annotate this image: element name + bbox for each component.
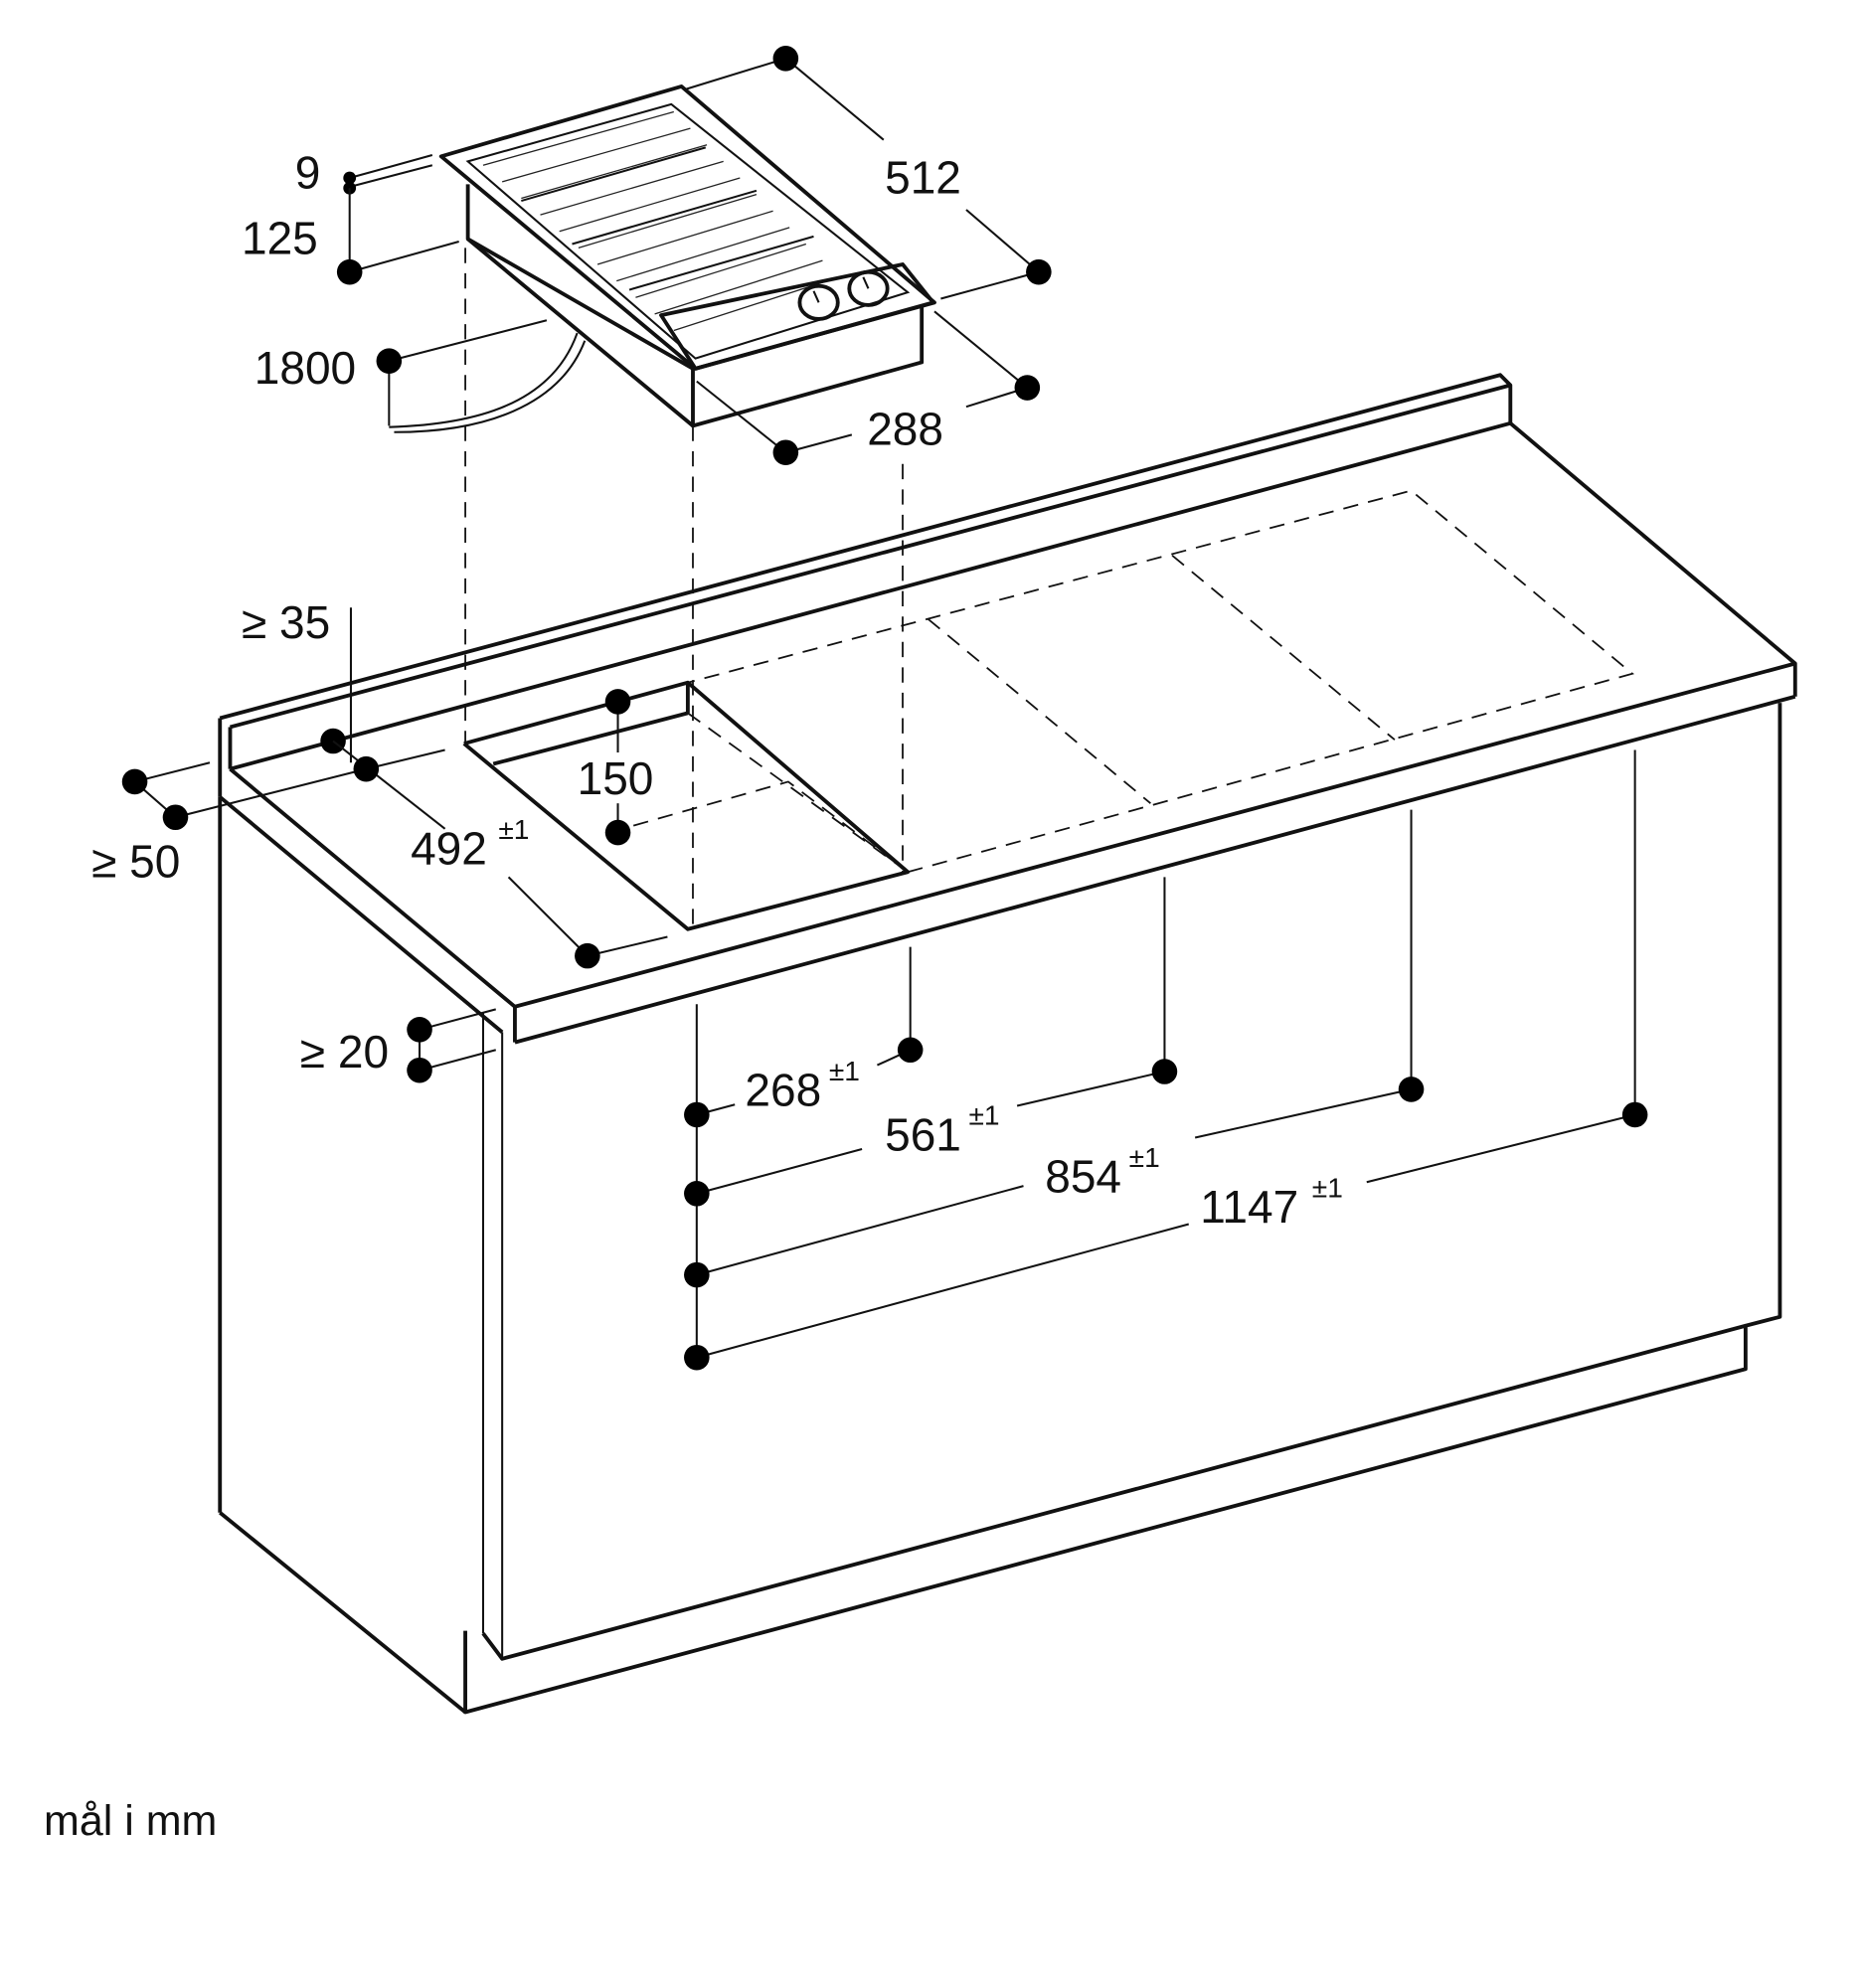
cabinet: [218, 373, 1797, 1715]
svg-text:±1: ±1: [1129, 1142, 1160, 1173]
dimension-spacing-854: 854 ±1: [684, 1077, 1425, 1288]
knob-right-icon: [847, 269, 890, 307]
svg-text:288: 288: [867, 404, 943, 455]
grill-grate: [482, 110, 840, 332]
svg-text:268: 268: [745, 1065, 821, 1116]
svg-text:≥ 35: ≥ 35: [242, 596, 330, 648]
svg-text:854: 854: [1045, 1150, 1121, 1202]
dimension-spacing-1147: 1147 ±1: [684, 1101, 1648, 1371]
dimension-back-clearance: ≥ 35: [242, 596, 352, 763]
svg-text:9: 9: [295, 146, 321, 198]
svg-text:150: 150: [578, 752, 654, 804]
svg-text:1147: 1147: [1200, 1181, 1298, 1233]
svg-text:512: 512: [885, 151, 961, 203]
dimension-spacing-268: 268 ±1: [684, 1037, 924, 1128]
dimension-worktop-thickness: ≥ 20: [300, 1008, 497, 1083]
grill-appliance: [389, 84, 936, 433]
svg-text:±1: ±1: [969, 1100, 1000, 1131]
dimension-side-clearance: ≥ 50: [91, 761, 367, 887]
dimension-cutout-depth: 492 ±1: [332, 740, 668, 969]
svg-text:561: 561: [885, 1108, 961, 1160]
dimension-back-distance: 150: [578, 689, 654, 846]
dimension-depth: 512: [686, 46, 1052, 300]
projection-lines: [464, 248, 904, 929]
svg-text:±1: ±1: [1312, 1173, 1343, 1204]
svg-text:1800: 1800: [254, 342, 356, 394]
dimension-frame-thickness: 9: [295, 146, 433, 198]
dimension-spacing-561: 561 ±1: [684, 1059, 1178, 1207]
svg-text:≥ 50: ≥ 50: [91, 835, 180, 887]
dimension-cable-length: 1800: [254, 319, 548, 426]
svg-text:492: 492: [411, 823, 487, 875]
units-note: mål i mm: [44, 1797, 218, 1845]
dimension-body-height: 125: [242, 188, 459, 285]
svg-text:±1: ±1: [498, 814, 529, 845]
svg-text:±1: ±1: [829, 1056, 860, 1086]
svg-text:125: 125: [242, 213, 318, 264]
knob-left-icon: [797, 283, 840, 321]
dimension-width: 288: [696, 310, 1041, 466]
svg-text:≥ 20: ≥ 20: [300, 1026, 389, 1077]
spacing-dimensions: 268 ±1 561 ±1 854 ±1 1147 ±1: [684, 749, 1648, 1371]
